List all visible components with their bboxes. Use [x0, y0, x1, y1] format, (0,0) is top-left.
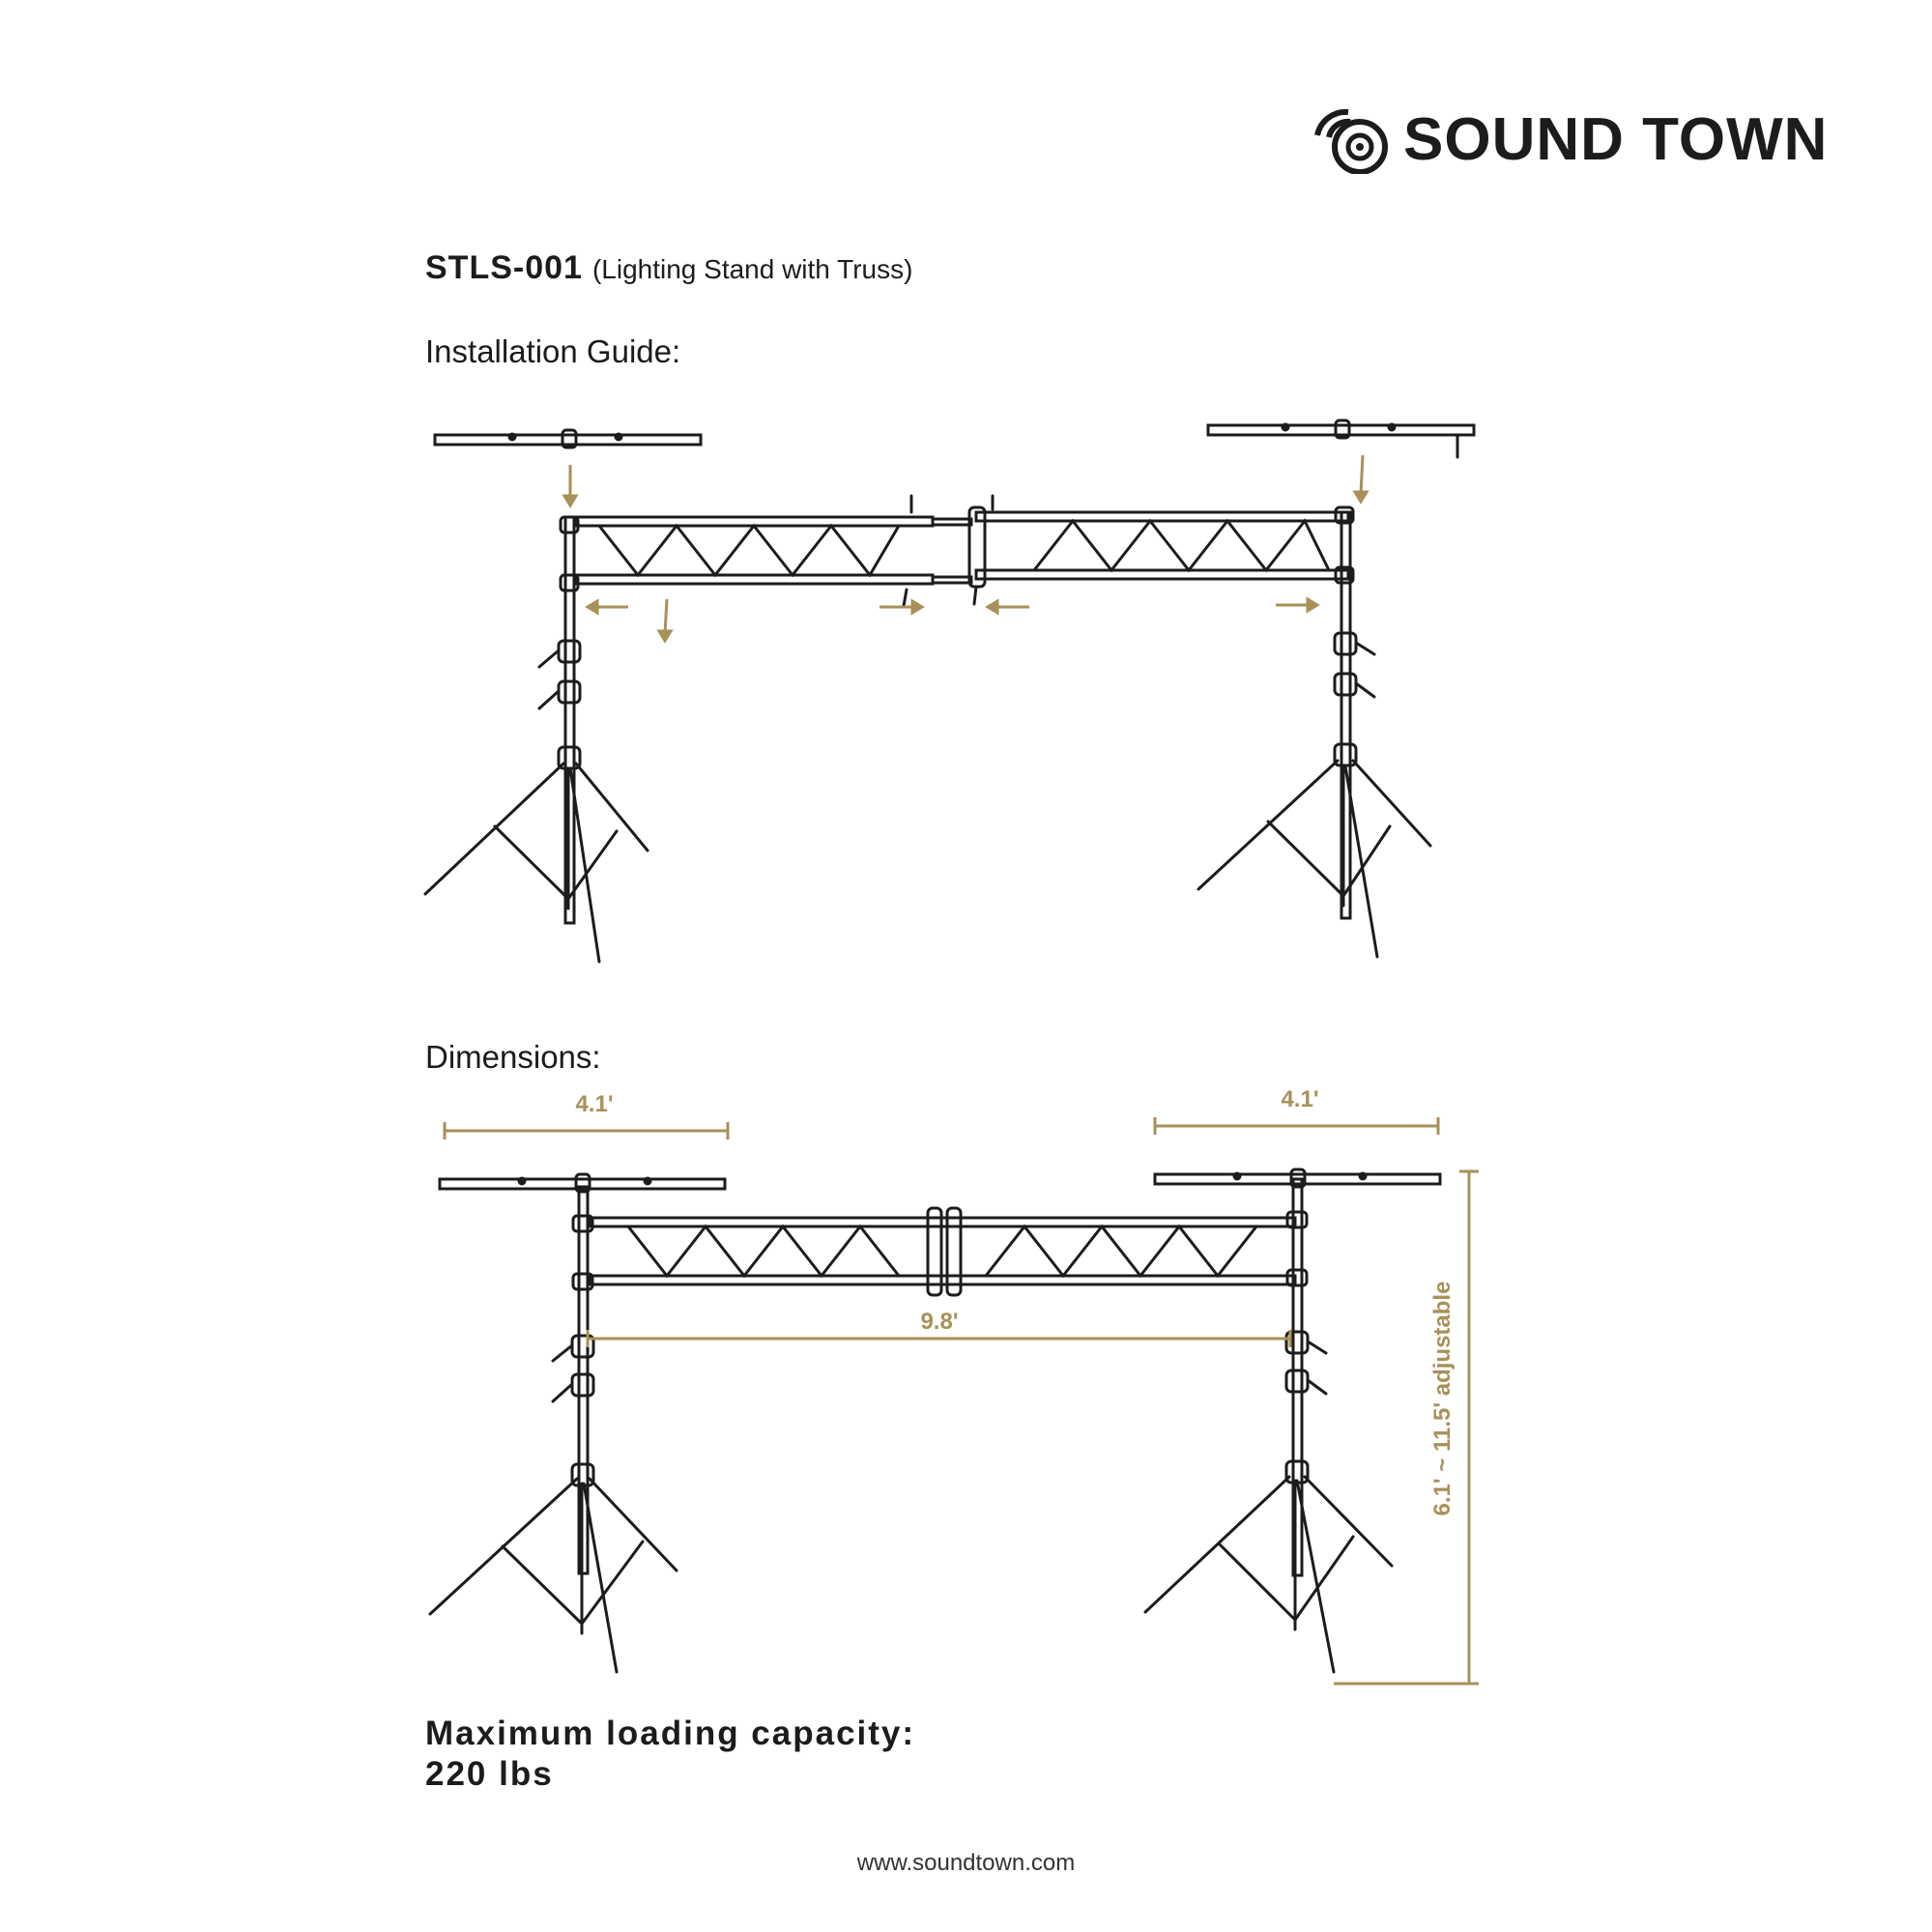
dimension-lines — [443, 1117, 1479, 1686]
model-description: (Lighting Stand with Truss) — [591, 254, 913, 284]
left-truss-section — [573, 494, 973, 608]
vinyl-record-logo-icon — [1314, 108, 1388, 174]
installation-guide-heading: Installation Guide: — [425, 333, 681, 369]
height-range-label: 6.1' ~ 11.5' adjustable — [1429, 1282, 1456, 1516]
left-bar-width-label: 4.1' — [575, 1091, 613, 1117]
right-stand — [1197, 505, 1432, 959]
brand-name: SOUND TOWN — [1403, 106, 1829, 173]
left-stand — [428, 1185, 678, 1674]
left-t-bar — [433, 428, 703, 449]
loading-capacity: Maximum loading capacity: 220 lbs — [425, 1714, 915, 1795]
dimensions-heading: Dimensions: — [425, 1039, 601, 1075]
right-bar-width-label: 4.1' — [1281, 1086, 1318, 1112]
right-t-bar — [1206, 418, 1476, 459]
left-stand — [423, 515, 649, 964]
installation-arrows — [562, 454, 1370, 644]
model-code: STLS-001 — [425, 249, 583, 286]
installation-diagram — [423, 418, 1476, 964]
right-t-bar — [1153, 1168, 1442, 1189]
capacity-label: Maximum loading capacity: — [425, 1715, 916, 1752]
right-stand — [1143, 1177, 1394, 1674]
capacity-value: 220 lbs — [425, 1755, 554, 1793]
truss-span-label: 9.8' — [920, 1309, 958, 1335]
website-url: www.soundtown.com — [856, 1850, 1076, 1876]
left-t-bar — [438, 1172, 727, 1194]
dimensions-diagram: 4.1' 4.1' 9.8' 6.1' ~ 11.5' adjustable — [428, 1086, 1479, 1686]
right-truss-section — [967, 494, 1350, 606]
product-title: STLS-001 (Lighting Stand with Truss) — [425, 249, 912, 287]
assembled-truss — [588, 1206, 1297, 1297]
